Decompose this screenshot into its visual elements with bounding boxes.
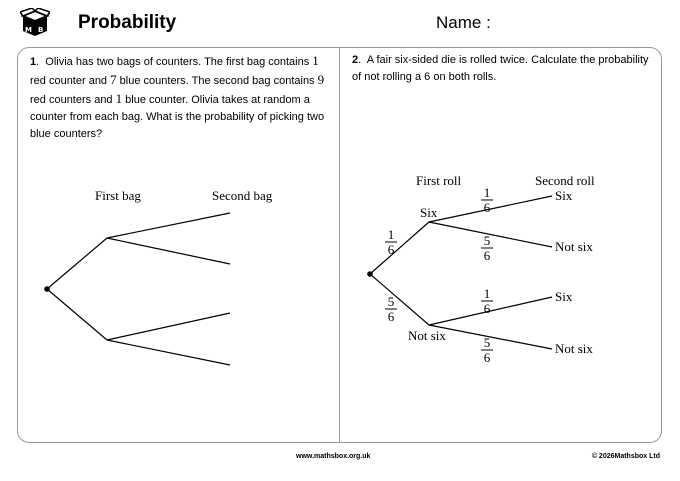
fraction-numerator: 1 [388, 227, 395, 242]
fraction-numerator: 5 [484, 233, 491, 248]
tree-2-second-label: Second roll [535, 173, 595, 188]
question-1-text-1: Olivia has two bags of counters. The fir… [45, 56, 313, 68]
fraction-denominator: 6 [388, 309, 395, 324]
svg-text:M: M [25, 26, 32, 34]
page-title: Probability [78, 12, 177, 33]
question-1-value-1: 1 [312, 53, 319, 68]
footer-copyright: © 2026Mathsbox Ltd [591, 453, 660, 460]
svg-text:B: B [38, 26, 43, 34]
fraction-numerator: 5 [388, 294, 395, 309]
tree-1-second-label: Second bag [212, 188, 273, 203]
question-2: 2. A fair six-sided die is rolled twice.… [352, 54, 649, 83]
name-label: Name : [436, 13, 491, 32]
fraction-first-not-six: 5 6 [385, 294, 397, 324]
panel-divider [339, 47, 340, 443]
fraction-denominator: 6 [388, 242, 395, 257]
fraction-second-not-six-bottom: 5 6 [481, 335, 493, 365]
fraction-denominator: 6 [484, 350, 491, 365]
fraction-second-six-top: 1 6 [481, 185, 493, 215]
question-1-value-2: 7 [110, 72, 117, 87]
tree-2-outcome-1: Six [555, 188, 573, 203]
mathsbox-logo-icon: M B [20, 8, 50, 36]
tree-1-root-node [44, 286, 50, 292]
question-1-number: 1 [30, 56, 37, 68]
fraction-denominator: 6 [484, 301, 491, 316]
question-1-value-4: 1 [115, 91, 123, 106]
fraction-second-six-bottom: 1 6 [481, 286, 493, 316]
fraction-numerator: 1 [484, 185, 491, 200]
question-1-text-2: red counter and [30, 75, 111, 87]
tree-2-outcome-4: Not six [555, 341, 593, 356]
question-2-text: A fair six-sided die is rolled twice. Ca… [352, 54, 649, 83]
tree-2-outcome-2: Not six [555, 239, 593, 254]
question-2-number: 2 [352, 54, 359, 66]
fraction-numerator: 1 [484, 286, 491, 301]
fraction-second-not-six-top: 5 6 [481, 233, 493, 263]
question-1: 1. Olivia has two bags of counters. The … [30, 53, 325, 140]
tree-2-root-node [367, 271, 373, 277]
fraction-denominator: 6 [484, 200, 491, 215]
question-1-text-3: blue counters. The second bag contains [116, 75, 318, 87]
tree-2-outcome-3: Six [555, 289, 573, 304]
tree-2-node-not-six: Not six [408, 328, 446, 343]
question-1-text-5: blue counter. Olivia takes at random a c… [30, 94, 325, 140]
tree-diagram-1 [46, 212, 231, 366]
fraction-denominator: 6 [484, 248, 491, 263]
tree-2-node-six: Six [420, 205, 438, 220]
tree-2-first-label: First roll [416, 173, 462, 188]
fraction-numerator: 5 [484, 335, 491, 350]
footer-website: www.mathsbox.org.uk [296, 453, 371, 460]
question-1-value-3: 9 [317, 72, 325, 87]
tree-1-first-label: First bag [95, 188, 141, 203]
tree-diagram-2 [369, 195, 553, 350]
fraction-first-six: 1 6 [385, 227, 397, 257]
question-1-text-4: red counters and [30, 94, 116, 106]
